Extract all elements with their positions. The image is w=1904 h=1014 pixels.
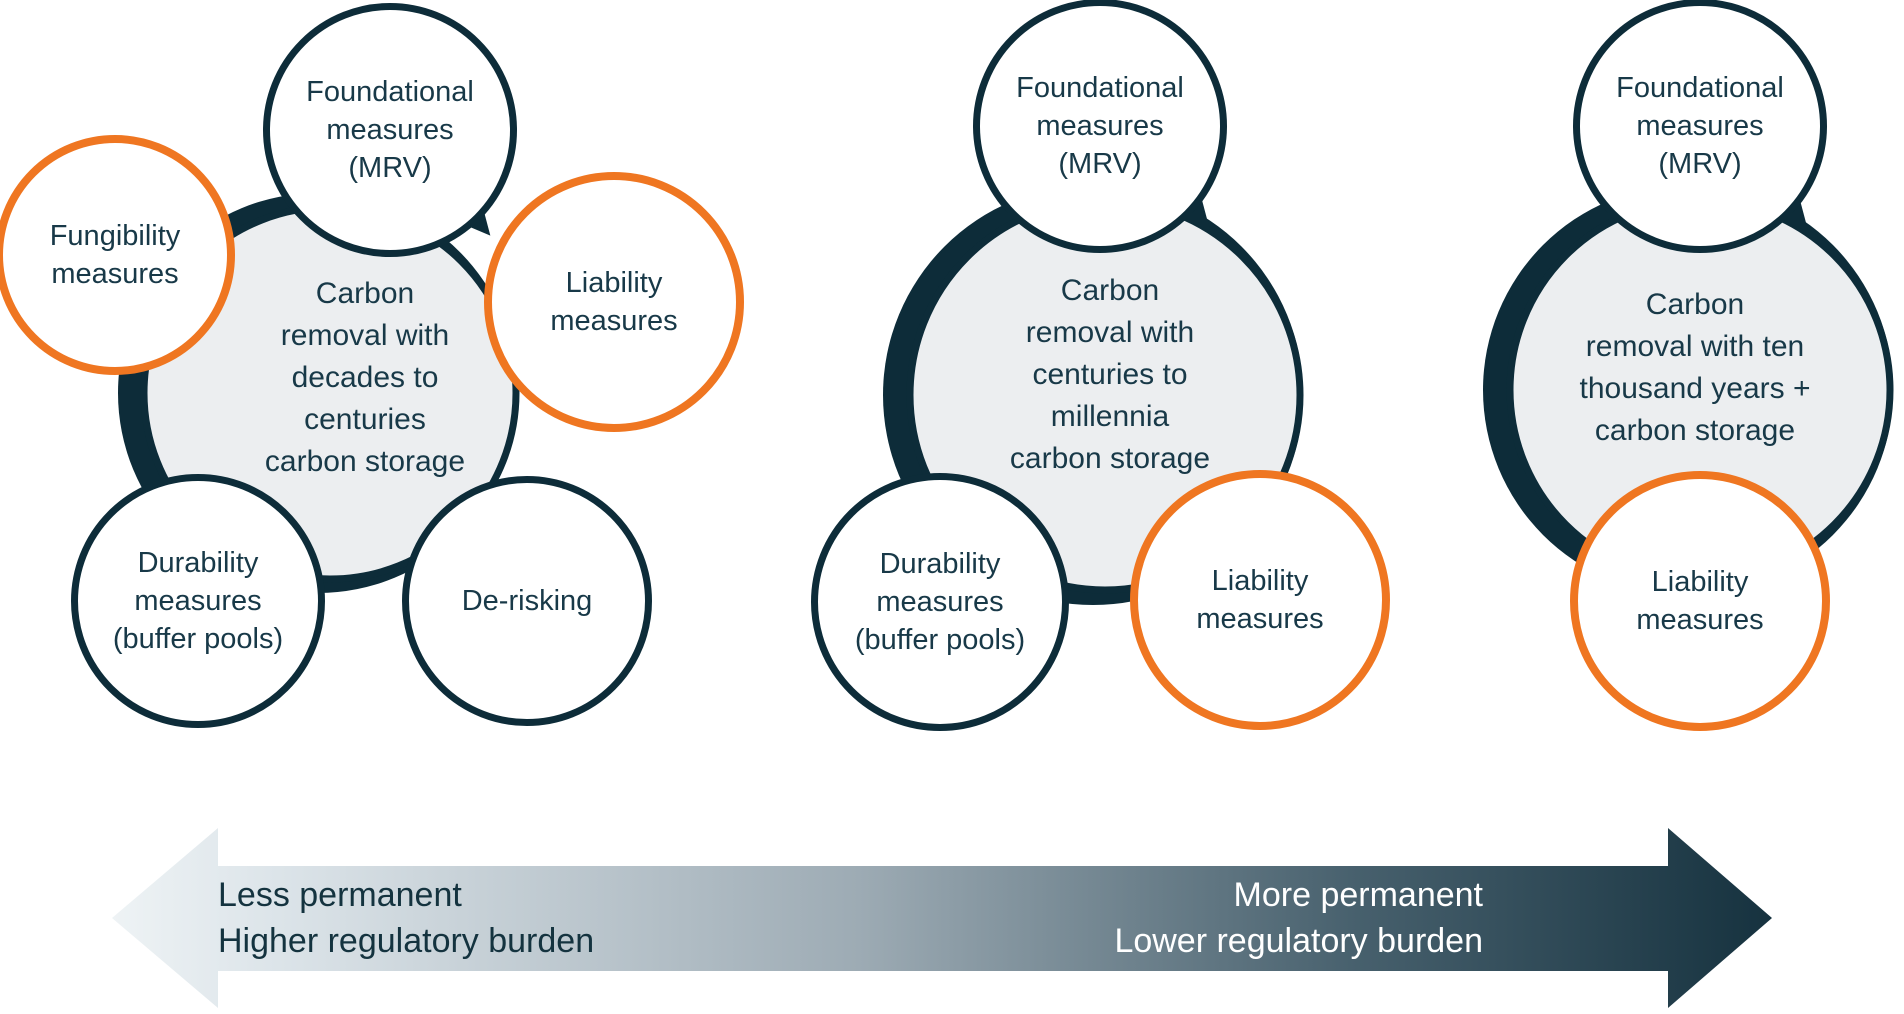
cluster-2-satellite-durability-measures: Durability measures (buffer pools): [811, 473, 1069, 731]
cluster-3-satellite-liability-measures: Liability measures: [1570, 471, 1830, 731]
cluster-3-center-label: Carbon removal with ten thousand years +…: [1579, 288, 1811, 447]
permanence-axis-arrow: [112, 828, 1772, 1008]
cluster-2-satellite-liability-measures: Liability measures: [1130, 470, 1390, 730]
axis-label-more-permanent: More permanent Lower regulatory burden: [1114, 876, 1483, 960]
cluster-3-satellite-foundational-measures: Foundational measures (MRV): [1573, 0, 1827, 253]
cluster-1-satellite-foundational-measures: Foundational measures (MRV): [263, 3, 517, 257]
cluster-1-satellite-derisking: De-risking: [402, 476, 652, 726]
cluster-1-satellite-liability-measures: Liability measures: [484, 172, 744, 432]
cluster-1-satellite-durability-measures: Durability measures (buffer pools): [71, 474, 325, 728]
cluster-2-satellite-foundational-measures: Foundational measures (MRV): [973, 0, 1227, 253]
cluster-3-ring: [1483, 185, 1894, 595]
cluster-1-satellite-fungibility-measures: Fungibility measures: [0, 135, 235, 375]
cluster-1-center-label: Carbon removal with decades to centuries…: [264, 277, 466, 478]
axis-label-less-permanent: Less permanent Higher regulatory burden: [218, 876, 595, 960]
cluster-2-center-label: Carbon removal with centuries to millenn…: [1009, 274, 1211, 475]
